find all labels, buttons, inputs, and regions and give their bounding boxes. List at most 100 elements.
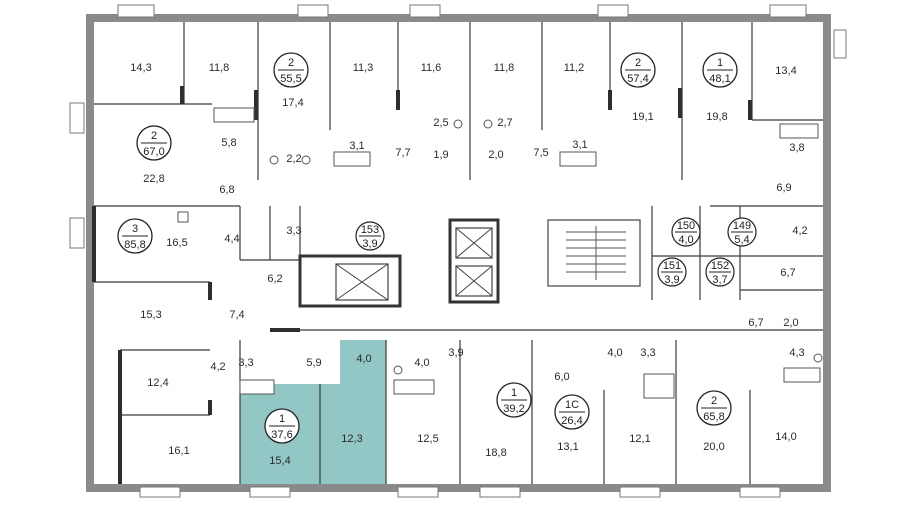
room-area: 4,0 <box>356 353 371 365</box>
elevator-shaft <box>455 227 493 259</box>
room-area: 12,3 <box>341 433 362 445</box>
room-area: 11,2 <box>564 62 585 74</box>
room-area: 2,7 <box>497 117 512 129</box>
room-area: 20,0 <box>703 441 724 453</box>
room-area: 19,8 <box>706 111 727 123</box>
storage-number: 153 <box>361 224 379 236</box>
room-area: 3,1 <box>349 140 364 152</box>
room-area: 4,0 <box>607 347 622 359</box>
room-area: 6,0 <box>554 371 569 383</box>
room-area: 2,2 <box>286 153 301 165</box>
apartment-rooms: 3 <box>132 223 138 235</box>
room-area: 1,9 <box>433 149 448 161</box>
apartment-total-area: 39,2 <box>503 403 524 415</box>
room-area: 3,3 <box>238 357 253 369</box>
apartment-badge[interactable]: 1С 26,4 <box>554 394 590 430</box>
interior-walls <box>94 22 823 484</box>
room-area: 4,2 <box>210 361 225 373</box>
room-area: 11,8 <box>209 62 230 74</box>
room-area: 17,4 <box>282 97 303 109</box>
room-area: 13,1 <box>557 441 578 453</box>
storage-area: 3,9 <box>664 274 679 286</box>
room-area: 3,9 <box>448 347 463 359</box>
structural-walls <box>92 86 752 484</box>
apartment-highlight <box>240 340 386 484</box>
apartment-badge[interactable]: 137,6 <box>264 408 300 444</box>
apartment-badge[interactable]: 265,8 <box>696 390 732 426</box>
room-area: 16,1 <box>168 445 189 457</box>
apartment-total-area: 67,0 <box>143 146 164 158</box>
staircase <box>547 219 641 287</box>
room-area: 6,9 <box>776 182 791 194</box>
storage-number: 150 <box>677 220 695 232</box>
room-area: 13,4 <box>775 65 796 77</box>
room-area: 19,1 <box>632 111 653 123</box>
apartment-total-area: 55,5 <box>280 73 301 85</box>
apartment-badge[interactable]: 139,2 <box>496 382 532 418</box>
apartment-rooms: 2 <box>711 395 717 407</box>
room-area: 16,5 <box>166 237 187 249</box>
storage-number: 151 <box>663 260 681 272</box>
apartment-rooms: 1 <box>279 413 285 425</box>
room-area: 4,2 <box>792 225 807 237</box>
apartment-total-area: 65,8 <box>703 411 724 423</box>
room-area: 2,5 <box>433 117 448 129</box>
apartment-rooms: 1С <box>565 399 579 411</box>
apartment-total-area: 26,4 <box>561 415 582 427</box>
apartment-rooms: 1 <box>717 57 723 69</box>
room-area: 18,8 <box>485 447 506 459</box>
room-area: 4,3 <box>789 347 804 359</box>
room-area: 14,0 <box>775 431 796 443</box>
room-area: 7,4 <box>229 309 244 321</box>
room-area: 5,9 <box>306 357 321 369</box>
room-area: 7,5 <box>533 147 548 159</box>
room-area: 12,4 <box>147 377 168 389</box>
apartment-total-area: 48,1 <box>709 73 730 85</box>
apartment-badge[interactable]: 267,0 <box>136 125 172 161</box>
room-area: 3,3 <box>640 347 655 359</box>
room-area: 6,2 <box>267 273 282 285</box>
storage-area: 3,9 <box>362 238 377 250</box>
room-area: 15,3 <box>140 309 161 321</box>
apartment-rooms: 2 <box>288 57 294 69</box>
room-area: 6,8 <box>219 184 234 196</box>
apartment-badge[interactable]: 255,5 <box>273 52 309 88</box>
room-area: 4,4 <box>224 233 239 245</box>
room-area: 12,1 <box>629 433 650 445</box>
apartment-badge[interactable]: 148,1 <box>702 52 738 88</box>
storage-area: 4,0 <box>678 234 693 246</box>
elevator-shaft <box>455 265 493 297</box>
apartment-rooms: 2 <box>635 57 641 69</box>
storage-number: 152 <box>711 260 729 272</box>
room-area: 2,0 <box>783 317 798 329</box>
storage-area: 5,4 <box>734 234 749 246</box>
room-area: 6,7 <box>748 317 763 329</box>
apartment-total-area: 37,6 <box>271 429 292 441</box>
room-area: 11,6 <box>421 62 442 74</box>
apartment-badge[interactable]: 385,8 <box>117 218 153 254</box>
apartment-badge[interactable]: 257,4 <box>620 52 656 88</box>
room-area: 12,5 <box>417 433 438 445</box>
building-core <box>298 218 641 308</box>
room-area: 14,3 <box>130 62 151 74</box>
room-area: 5,8 <box>221 137 236 149</box>
room-area: 3,8 <box>789 142 804 154</box>
room-area: 3,1 <box>572 139 587 151</box>
room-area: 15,4 <box>269 455 290 467</box>
room-area: 3,3 <box>286 225 301 237</box>
storage-number: 149 <box>733 220 751 232</box>
apartment-total-area: 85,8 <box>124 239 145 251</box>
apartment-rooms: 2 <box>151 130 157 142</box>
room-area: 4,0 <box>414 357 429 369</box>
apartment-rooms: 1 <box>511 387 517 399</box>
room-area: 6,7 <box>780 267 795 279</box>
room-area: 22,8 <box>143 173 164 185</box>
